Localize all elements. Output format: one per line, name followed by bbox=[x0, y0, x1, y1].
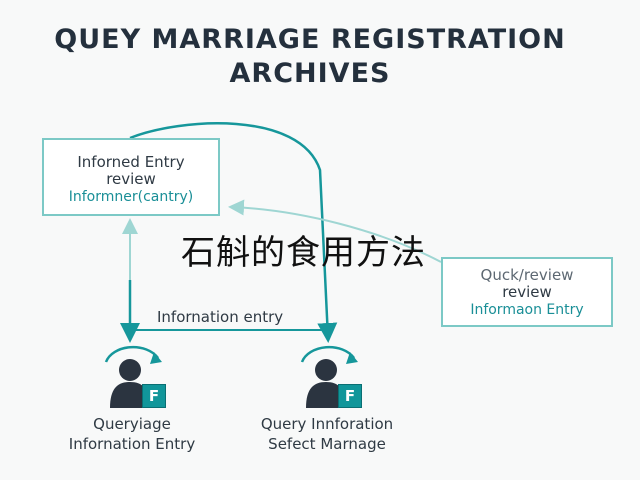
actor1-caption-line2: Infornation Entry bbox=[68, 435, 196, 453]
box-quick-line2: review bbox=[502, 283, 552, 301]
actor-query-entry: F bbox=[96, 340, 186, 420]
actor1-caption-line1: Queryiage bbox=[93, 415, 171, 433]
actor2-caption-line2: Sefect Marnage bbox=[268, 435, 386, 453]
box-informed-line2: review bbox=[106, 170, 156, 188]
flow-label: Infornation entry bbox=[157, 308, 284, 326]
informed-entry-review-box: Inforned Entry review Informner(cantry) bbox=[42, 138, 220, 216]
actor2-caption-line1: Query Innforation bbox=[260, 415, 394, 433]
quick-review-box: Quck/review review Informaon Entry bbox=[441, 257, 613, 327]
box-quick-line3: Informaon Entry bbox=[470, 302, 584, 318]
review-return-connector bbox=[228, 199, 442, 263]
user-cycle-icon bbox=[104, 345, 162, 408]
actor-query-information: F bbox=[292, 340, 382, 420]
actor2-caption: Query Innforation Sefect Marnage bbox=[232, 414, 422, 454]
box-informed-line1: Inforned Entry bbox=[77, 153, 185, 171]
form-badge-icon: F bbox=[338, 384, 362, 408]
user-cycle-icon bbox=[300, 345, 358, 408]
box-informed-line3: Informner(cantry) bbox=[68, 189, 194, 205]
diagram-title-line1: QUEY MARRIAGE REGISTRATION bbox=[54, 24, 566, 55]
arc-connector bbox=[129, 122, 338, 343]
overlay-text: 石斛的食用方法 bbox=[181, 233, 426, 273]
form-badge-icon: F bbox=[142, 384, 166, 408]
box-quick-line1: Quck/review bbox=[480, 266, 574, 284]
diagram-title-line2: ARCHIVES bbox=[229, 58, 391, 89]
actor1-caption: Queryiage Infornation Entry bbox=[42, 414, 222, 454]
